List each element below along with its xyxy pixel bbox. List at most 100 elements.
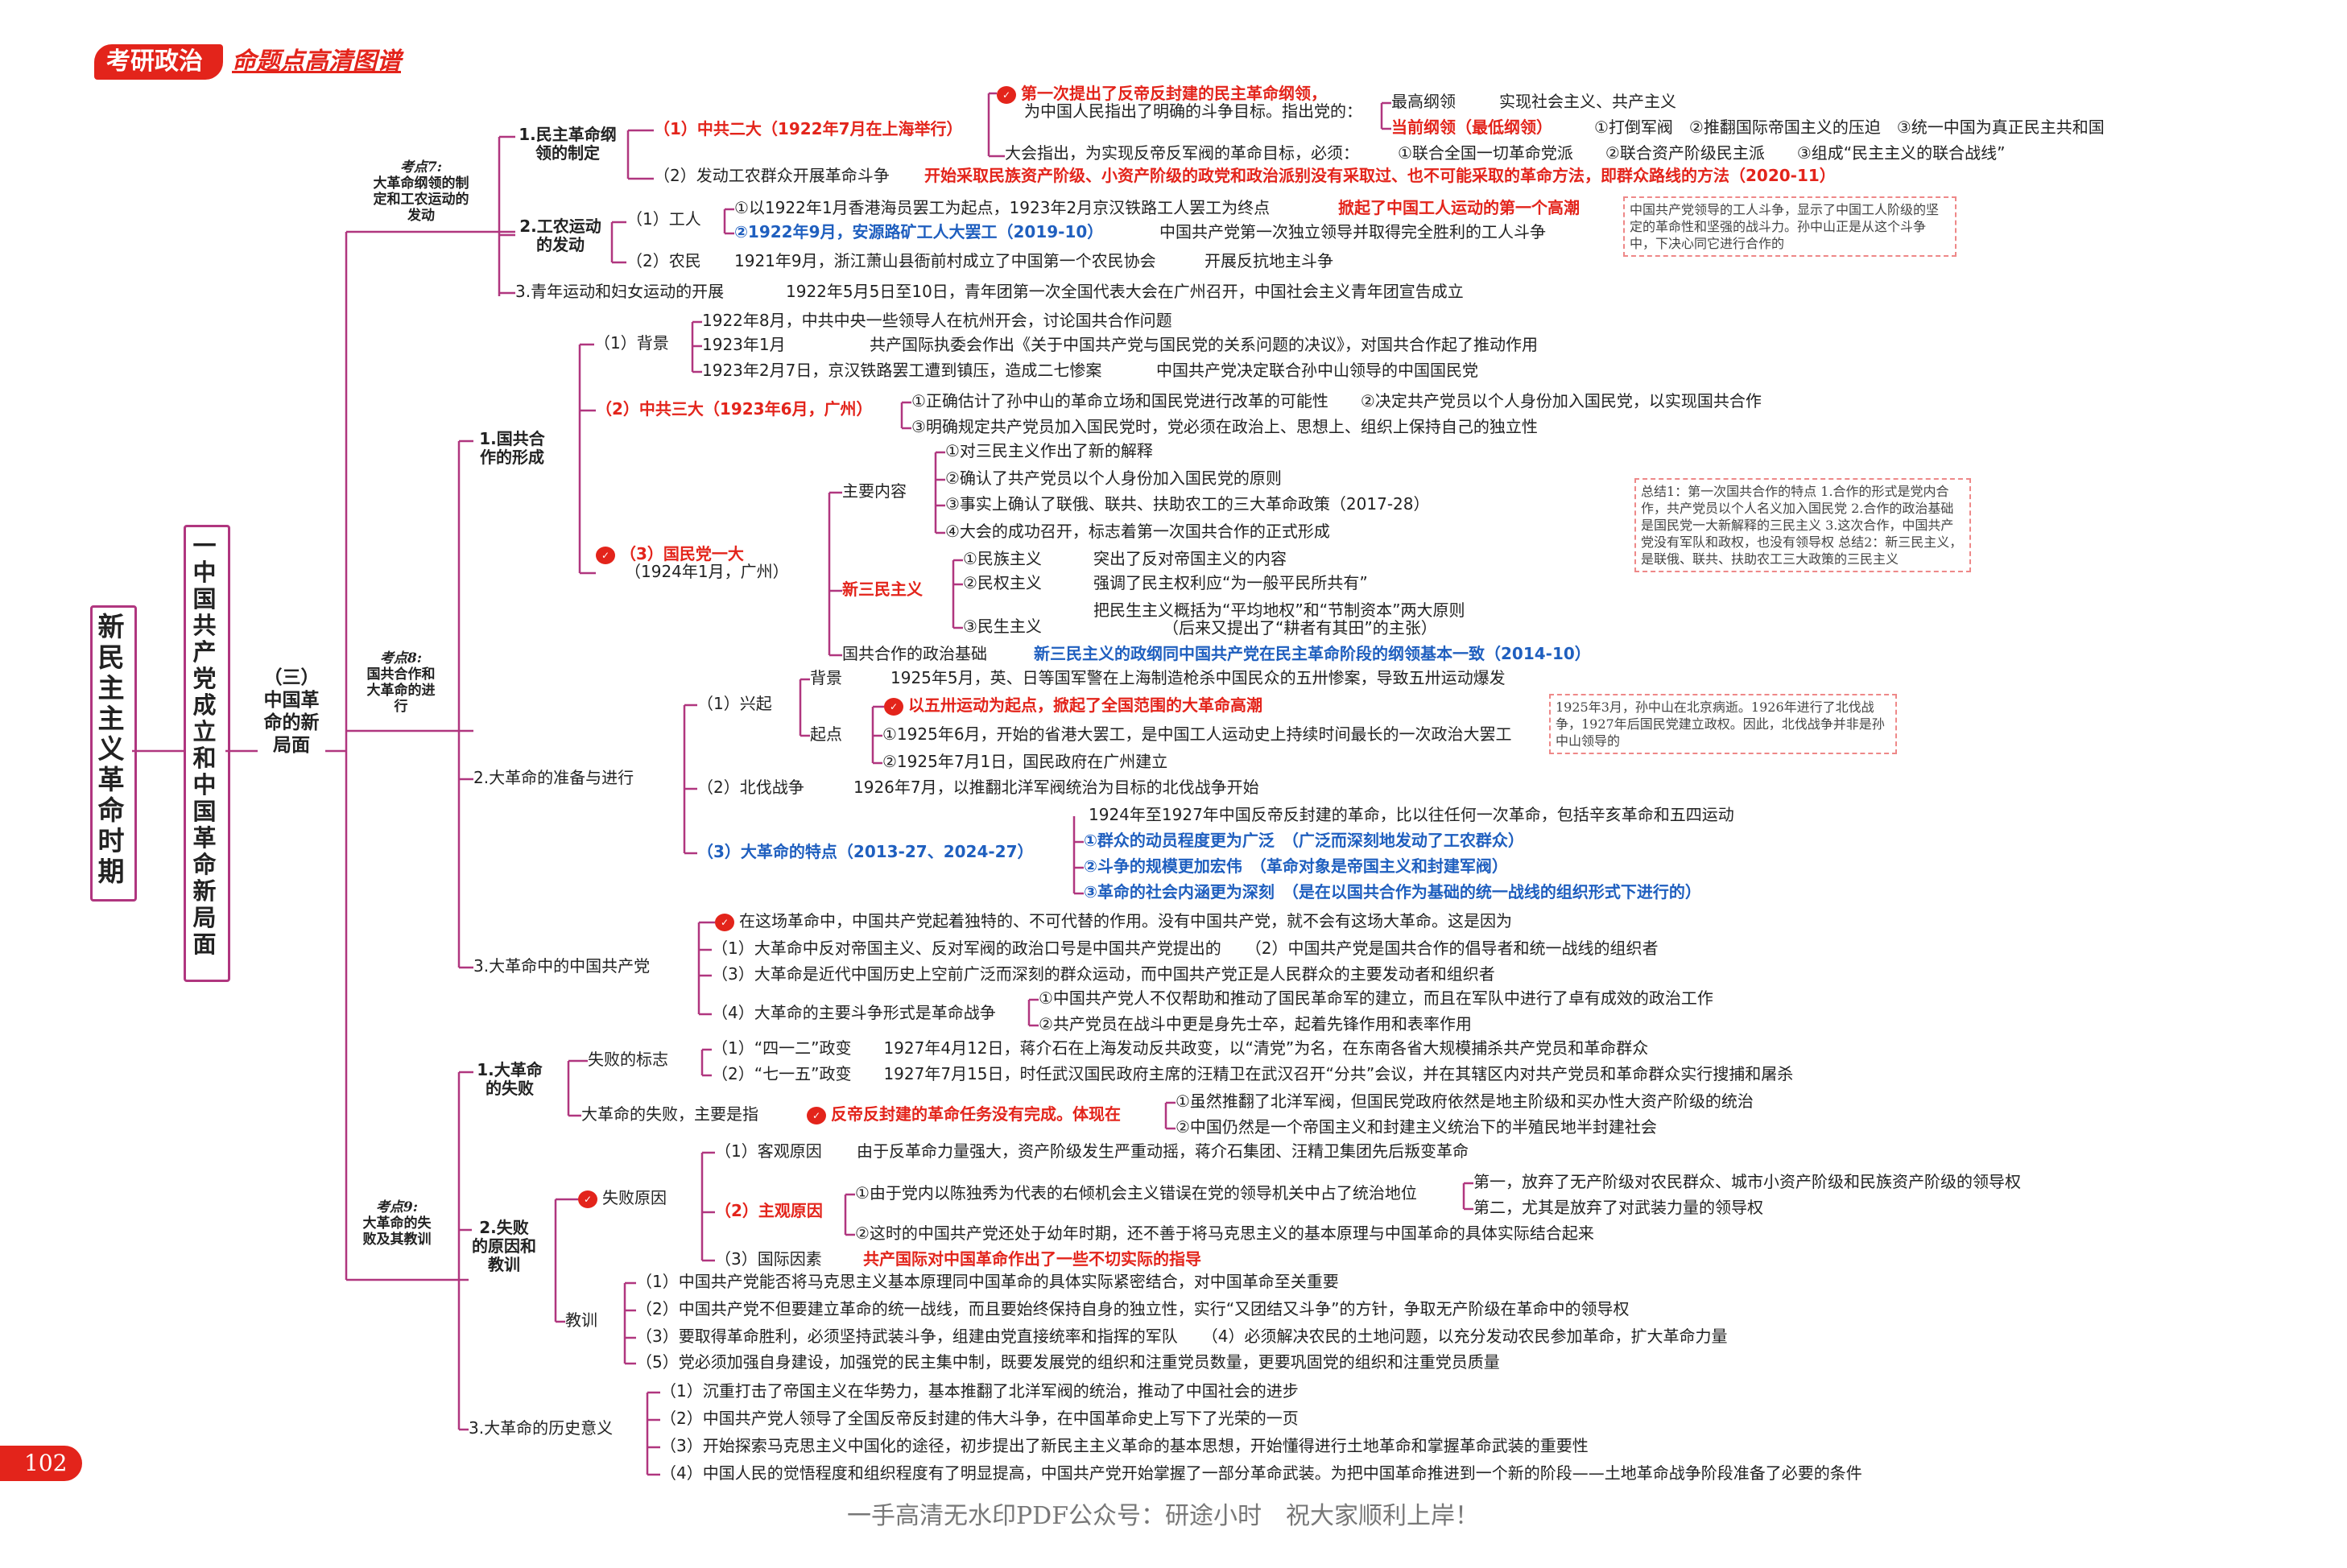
b2-s2: ②1925年7月1日，国民政府在广州建立 (882, 752, 1168, 771)
b3-sg2: （2）“七一五”政变 1927年7月15日，时任武汉国民政府主席的汪精卫在武汉召… (712, 1064, 1794, 1083)
b3-mean: 大革命的失败，主要是指 (581, 1104, 758, 1124)
b3-obv: 由于反革命力量强大，资产阶级发生严重动摇，蒋介石集团、汪精卫集团先后叛变革命 (857, 1141, 1469, 1161)
b2-c2: （3）大革命是近代中国历史上空前广泛而深刻的群众运动，而中国共产党正是人民群众的… (712, 964, 1495, 984)
b3-ls1: （1）中国共产党能否将马克思主义基本原理同中国革命的具体实际紧密结合，对中国革命… (636, 1272, 1339, 1291)
b3-h1: （1）沉重打击了帝国主义在华势力，基本推翻了北洋军阀的统治，推动了中国社会的进步 (660, 1381, 1299, 1401)
b3-l3: 3.大革命的历史意义 (469, 1418, 614, 1438)
b1-note2: 为中国人民指出了明确的斗争目标。指出党的： (1024, 101, 1362, 121)
b3-sub2: ②这时的中国共产党还处于幼年时期，还不善于将马克思主义的基本原理与中国革命的具体… (855, 1223, 1594, 1243)
key-point-9: 考点9:大革命的失败及其教训 (362, 1199, 432, 1248)
b2-s1: ①1925年6月，开始的省港大罢工，是中国工人运动史上持续时间最长的一次政治大罢… (882, 724, 1512, 744)
b1-peasant: （2）农民 (626, 251, 701, 270)
b3-sub1b: 第二，尤其是放弃了对武装力量的领导权 (1473, 1198, 1763, 1217)
b3-ls5: （5）党必须加强自身建设，加强党的民主集中制，既要发展党的组织和注重党员数量，更… (636, 1352, 1500, 1372)
marker-icon: ✓ (578, 1190, 597, 1208)
b2-c0: ✓在这场革命中，中国共产党起着独特的、不可代替的作用。没有中国共产党，就不会有这… (715, 911, 1512, 931)
b3-mv2: ②中国仍然是一个帝国主义和封建主义统治下的半殖民地半封建社会 (1176, 1117, 1657, 1137)
b2-start: 起点 (810, 724, 842, 744)
b2-livv1: 把民生主义概括为“平均地权”和“节制资本”两大原则 (1093, 600, 1465, 620)
b2-basis: 国共合作的政治基础 (842, 644, 987, 663)
b2-note-box: 1925年3月，孙中山在北京病逝。1926年进行了北伐战争，1927年后国民党建… (1549, 694, 1897, 754)
watermark: 一手高清无水印PDF公众号：研途小时 祝大家顺利上岸！ (847, 1502, 1480, 1530)
page-number-badge (0, 1446, 82, 1481)
b1-l3: 3.青年运动和妇女运动的开展 (515, 282, 725, 301)
b2-c3: （4）大革命的主要斗争形式是革命战争 (712, 1003, 996, 1022)
b3-sg1: （1）“四一二”政变 1927年4月12日，蒋介石在上海发动反共政变，以“清党”… (712, 1038, 1649, 1058)
b3-sign: 失败的标志 (588, 1050, 668, 1069)
marker-icon: ✓ (997, 85, 1016, 104)
b2-f1: ①群众的动员程度更为广泛 （广泛而深刻地发动了工农群众） (1084, 831, 1524, 850)
b2-l1: 1.国共合作的形成 (479, 429, 545, 467)
b1-l1: 1.民主革命纲领的制定 (519, 125, 617, 163)
b3-ob: （1）客观原因 (715, 1141, 822, 1161)
b2-f2: ②斗争的规模更加宏伟 （革命对象是帝国主义和封建军阀） (1084, 856, 1508, 876)
b1-mass: （2）发动工农群众开展革命斗争 (654, 166, 890, 185)
b1-min-prog: 当前纲领（最低纲领） (1391, 118, 1552, 137)
b2-summary-box: 总结1：第一次国共合作的特点 1.合作的形式是党内合作，共产党员以个人名义加入国… (1634, 478, 1971, 572)
b3-h4: （4）中国人民的觉悟程度和组织程度有了明显提高，中国共产党开始掌握了一部分革命武… (660, 1463, 1862, 1483)
b2-sd1: ①正确估计了孙中山的革命立场和国民党进行改革的可能性 ②决定共产党员以个人身份加… (911, 391, 1762, 411)
b2-liv: ③民生主义 (963, 617, 1042, 636)
b1-yida-head: （1）中共二大（1922年7月在上海举行） (654, 119, 963, 138)
b1-p1: 1921年9月，浙江萧山县衙前村成立了中国第一个农民协会 (734, 251, 1156, 270)
b3-ls3: （3）要取得革命胜利，必须坚持武装斗争，组建由党直接统率和指挥的军队 （4）必须… (636, 1327, 1728, 1346)
b1-max-prog: 最高纲领 (1391, 92, 1456, 111)
b3-sub1: ①由于党内以陈独秀为代表的右倾机会主义错误在党的领导机关中占了统治地位 (855, 1183, 1417, 1203)
b2-livv2: （后来又提出了“耕者有其田”的主张） (1163, 618, 1437, 638)
b3-h2: （2）中国共产党人领导了全国反帝反封建的伟大斗争，在中国革命史上写下了光荣的一页 (660, 1409, 1299, 1428)
root-box (90, 605, 137, 902)
page-number: 102 (24, 1450, 68, 1476)
b2-main: 主要内容 (842, 481, 907, 501)
root-title: 新民主主义革命时期 (97, 611, 125, 887)
marker-icon: ✓ (596, 546, 615, 564)
b2-bg1: 1922年8月，中共中央一些领导人在杭州开会，讨论国共合作问题 (702, 311, 1172, 330)
b2-m2: ②确认了共产党员以个人身份加入国民党的原则 (945, 468, 1282, 488)
b1-w1b: 掀起了中国工人运动的第一个高潮 (1338, 198, 1580, 217)
b2-bg2a: 1923年1月 (702, 335, 786, 354)
b2-yida2: （1924年1月，广州） (625, 562, 789, 581)
b2-bgd: 背景 (810, 668, 842, 687)
b2-exp: （2）北伐战争 (697, 778, 804, 797)
header-subtitle: 命题点高清图谱 (232, 47, 401, 76)
b2-m1: ①对三民主义作出了新的解释 (945, 441, 1153, 460)
b2-sd2: ③明确规定共产党员加入国民党时，党必须在政治上、思想上、组织上保持自己的独立性 (911, 417, 1538, 436)
b2-expv: 1926年7月，以推翻北洋军阀统治为目标的北伐战争开始 (853, 778, 1259, 797)
b2-f3: ③革命的社会内涵更为深刻 （是在以国共合作为基础的统一战线的组织形式下进行的） (1084, 882, 1701, 902)
b2-m4: ④大会的成功召开，标志着第一次国共合作的正式形成 (945, 522, 1330, 541)
b3-l2: 2.失败的原因和教训 (472, 1218, 536, 1274)
header-badge-text: 考研政治 (106, 47, 203, 76)
b3-sub: （2）主观原因 (715, 1201, 823, 1220)
b2-yida: ✓（3）国民党一大 (596, 544, 744, 564)
b2-nat: ①民族主义 (963, 549, 1042, 568)
b1-l2: 2.工农运动的发动 (519, 217, 601, 254)
key-point-8: 考点8:国共合作和大革命的进行 (366, 650, 436, 715)
b3-intlv: 共产国际对中国革命作出了一些不切实际的指导 (863, 1249, 1201, 1269)
b1-dahui-val: ①联合全国一切革命党派 ②联合资产阶级民主派 ③组成“民主主义的联合战线” (1398, 143, 2006, 163)
section-title: （三）中国革命的新局面 (263, 667, 320, 756)
b3-h3: （3）开始探索马克思主义中国化的途径，初步提出了新民主主义革命的基本思想，开始懂… (660, 1436, 1589, 1455)
b2-demv: 强调了民主权利应“为一般平民所共有” (1093, 573, 1368, 592)
b3-ls2: （2）中国共产党不但要建立革命的统一战线，而且要始终保持自身的独立性，实行“又团… (636, 1299, 1630, 1318)
b1-worker: （1）工人 (626, 209, 701, 229)
b2-l3: 3.大革命中的中国共产党 (473, 956, 651, 976)
b2-bg2b: 共产国际执委会作出《关于中国共产党与国民党的关系问题的决议》，对国共合作起了推动… (870, 335, 1538, 354)
b1-note-box: 中国共产党领导的工人斗争，显示了中国工人阶级的坚定的革命性和坚强的战斗力。孙中山… (1623, 196, 1957, 257)
b1-max-prog-val: 实现社会主义、共产主义 (1499, 92, 1676, 111)
b2-c3b: ②共产党员在战斗中更是身先士卒，起着先锋作用和表率作用 (1039, 1014, 1472, 1034)
b2-basisv: 新三民主义的政纲同中国共产党在民主革命阶段的纲领基本一致（2014-10） (1034, 644, 1591, 663)
b2-m3: ③事实上确认了联俄、联共、扶助农工的三大革命政策（2017-28） (945, 494, 1430, 514)
b2-bg3a: 1923年2月7日，京汉铁路罢工遭到镇压，造成二七惨案 (702, 361, 1102, 380)
marker-icon: ✓ (715, 913, 734, 931)
b2-natv: 突出了反对帝国主义的内容 (1093, 549, 1287, 568)
b3-mv1: ①虽然推翻了北洋军阀，但国民党政府依然是地主阶级和买办性大资产阶级的统治 (1176, 1091, 1754, 1111)
header-badge (94, 44, 223, 80)
b3-cause: ✓失败原因 (578, 1188, 667, 1208)
chapter-box (184, 525, 230, 982)
b2-s0: ✓以五卅运动为起点，掀起了全国范围的大革命高潮 (884, 695, 1262, 716)
b2-f0: 1924年至1927年中国反帝反封建的革命，比以往任何一次革命，包括辛亥革命和五… (1089, 805, 1734, 824)
b2-sanda: （2）中共三大（1923年6月，广州） (596, 399, 873, 419)
b3-l1: 1.大革命的失败 (477, 1060, 543, 1098)
b2-l2: 2.大革命的准备与进行 (473, 768, 634, 787)
b2-c3a: ①中国共产党人不仅帮助和推动了国民革命军的建立，而且在军队中进行了卓有成效的政治… (1039, 988, 1713, 1008)
b1-dahui: 大会指出，为实现反帝反军阀的革命目标，必须： (1005, 143, 1359, 163)
